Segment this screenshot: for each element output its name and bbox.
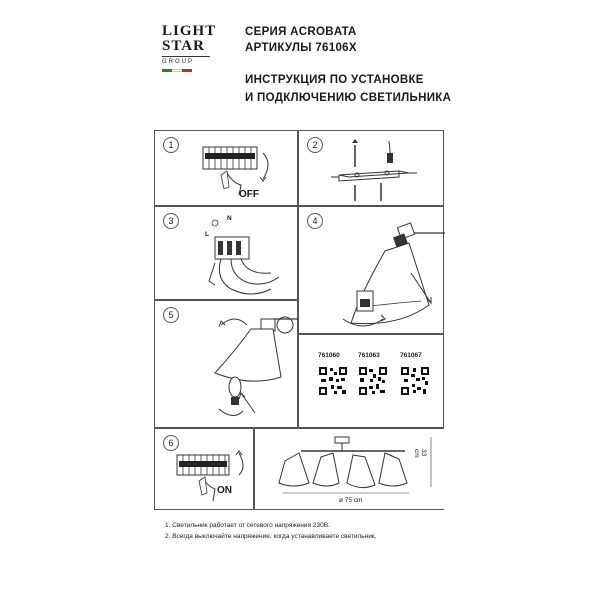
qr-code-icon[interactable] (318, 366, 348, 396)
step-5-panel: 5 (154, 300, 299, 428)
qr-code-icon[interactable] (400, 366, 430, 396)
live-label: L (205, 231, 209, 238)
breaker-on-illustration (176, 450, 244, 502)
step-4-panel: 4 (298, 206, 445, 334)
logo-text-star: STAR (162, 38, 205, 54)
width-dimension-label: ø 75 cm (339, 497, 363, 504)
bulb-install-illustration (214, 316, 299, 416)
italian-flag-icon (162, 69, 192, 72)
off-label: OFF (239, 189, 259, 200)
note-item: 1. Светильник работает от сетевого напря… (165, 522, 330, 529)
series-title: СЕРИЯ ACROBATA (245, 26, 357, 38)
neutral-label: N (227, 215, 232, 222)
step-number: 1 (163, 137, 179, 153)
article-code: 761063 (358, 352, 380, 359)
article-code: 761060 (318, 352, 340, 359)
step-number: 3 (163, 213, 179, 229)
mounting-bracket-illustration (331, 139, 417, 201)
height-dimension-label: 33 cm (413, 449, 427, 458)
qr-code-icon[interactable] (358, 366, 388, 396)
step-number: 6 (163, 435, 179, 451)
chandelier-dimensions-illustration (278, 436, 432, 494)
step-number: 4 (307, 213, 323, 229)
step-2-panel: 2 (298, 130, 444, 206)
notes: 1. Светильник работает от сетевого напря… (165, 520, 377, 542)
on-label: ON (217, 485, 232, 496)
step-6-panel: 6 ON (154, 428, 254, 510)
articles-title: АРТИКУЛЫ 76106X (245, 42, 357, 54)
step-number: 2 (307, 137, 323, 153)
step-1-panel: 1 OFF (154, 130, 298, 206)
brand-logo: LIGHT STAR GROUP (162, 24, 218, 72)
step-3-panel: 3 N L (154, 206, 298, 300)
lamp-shade-mount-illustration (342, 222, 445, 327)
logo-text-group: GROUP (162, 56, 210, 65)
logo-text-light: LIGHT (162, 23, 217, 39)
instruction-title-line1: ИНСТРУКЦИЯ ПО УСТАНОВКЕ (245, 74, 424, 86)
dimensions-panel: ø 75 cm 33 cm (254, 428, 444, 510)
article-code: 761067 (400, 352, 422, 359)
breaker-switch-illustration (202, 146, 269, 196)
note-item: 2. Всегда выключайте напряжение, когда у… (165, 533, 377, 540)
articles-panel (298, 334, 444, 428)
step-number: 5 (163, 307, 179, 323)
wire-connection-illustration (208, 219, 280, 295)
instruction-title-line2: И ПОДКЛЮЧЕНИЮ СВЕТИЛЬНИКА (245, 92, 452, 104)
